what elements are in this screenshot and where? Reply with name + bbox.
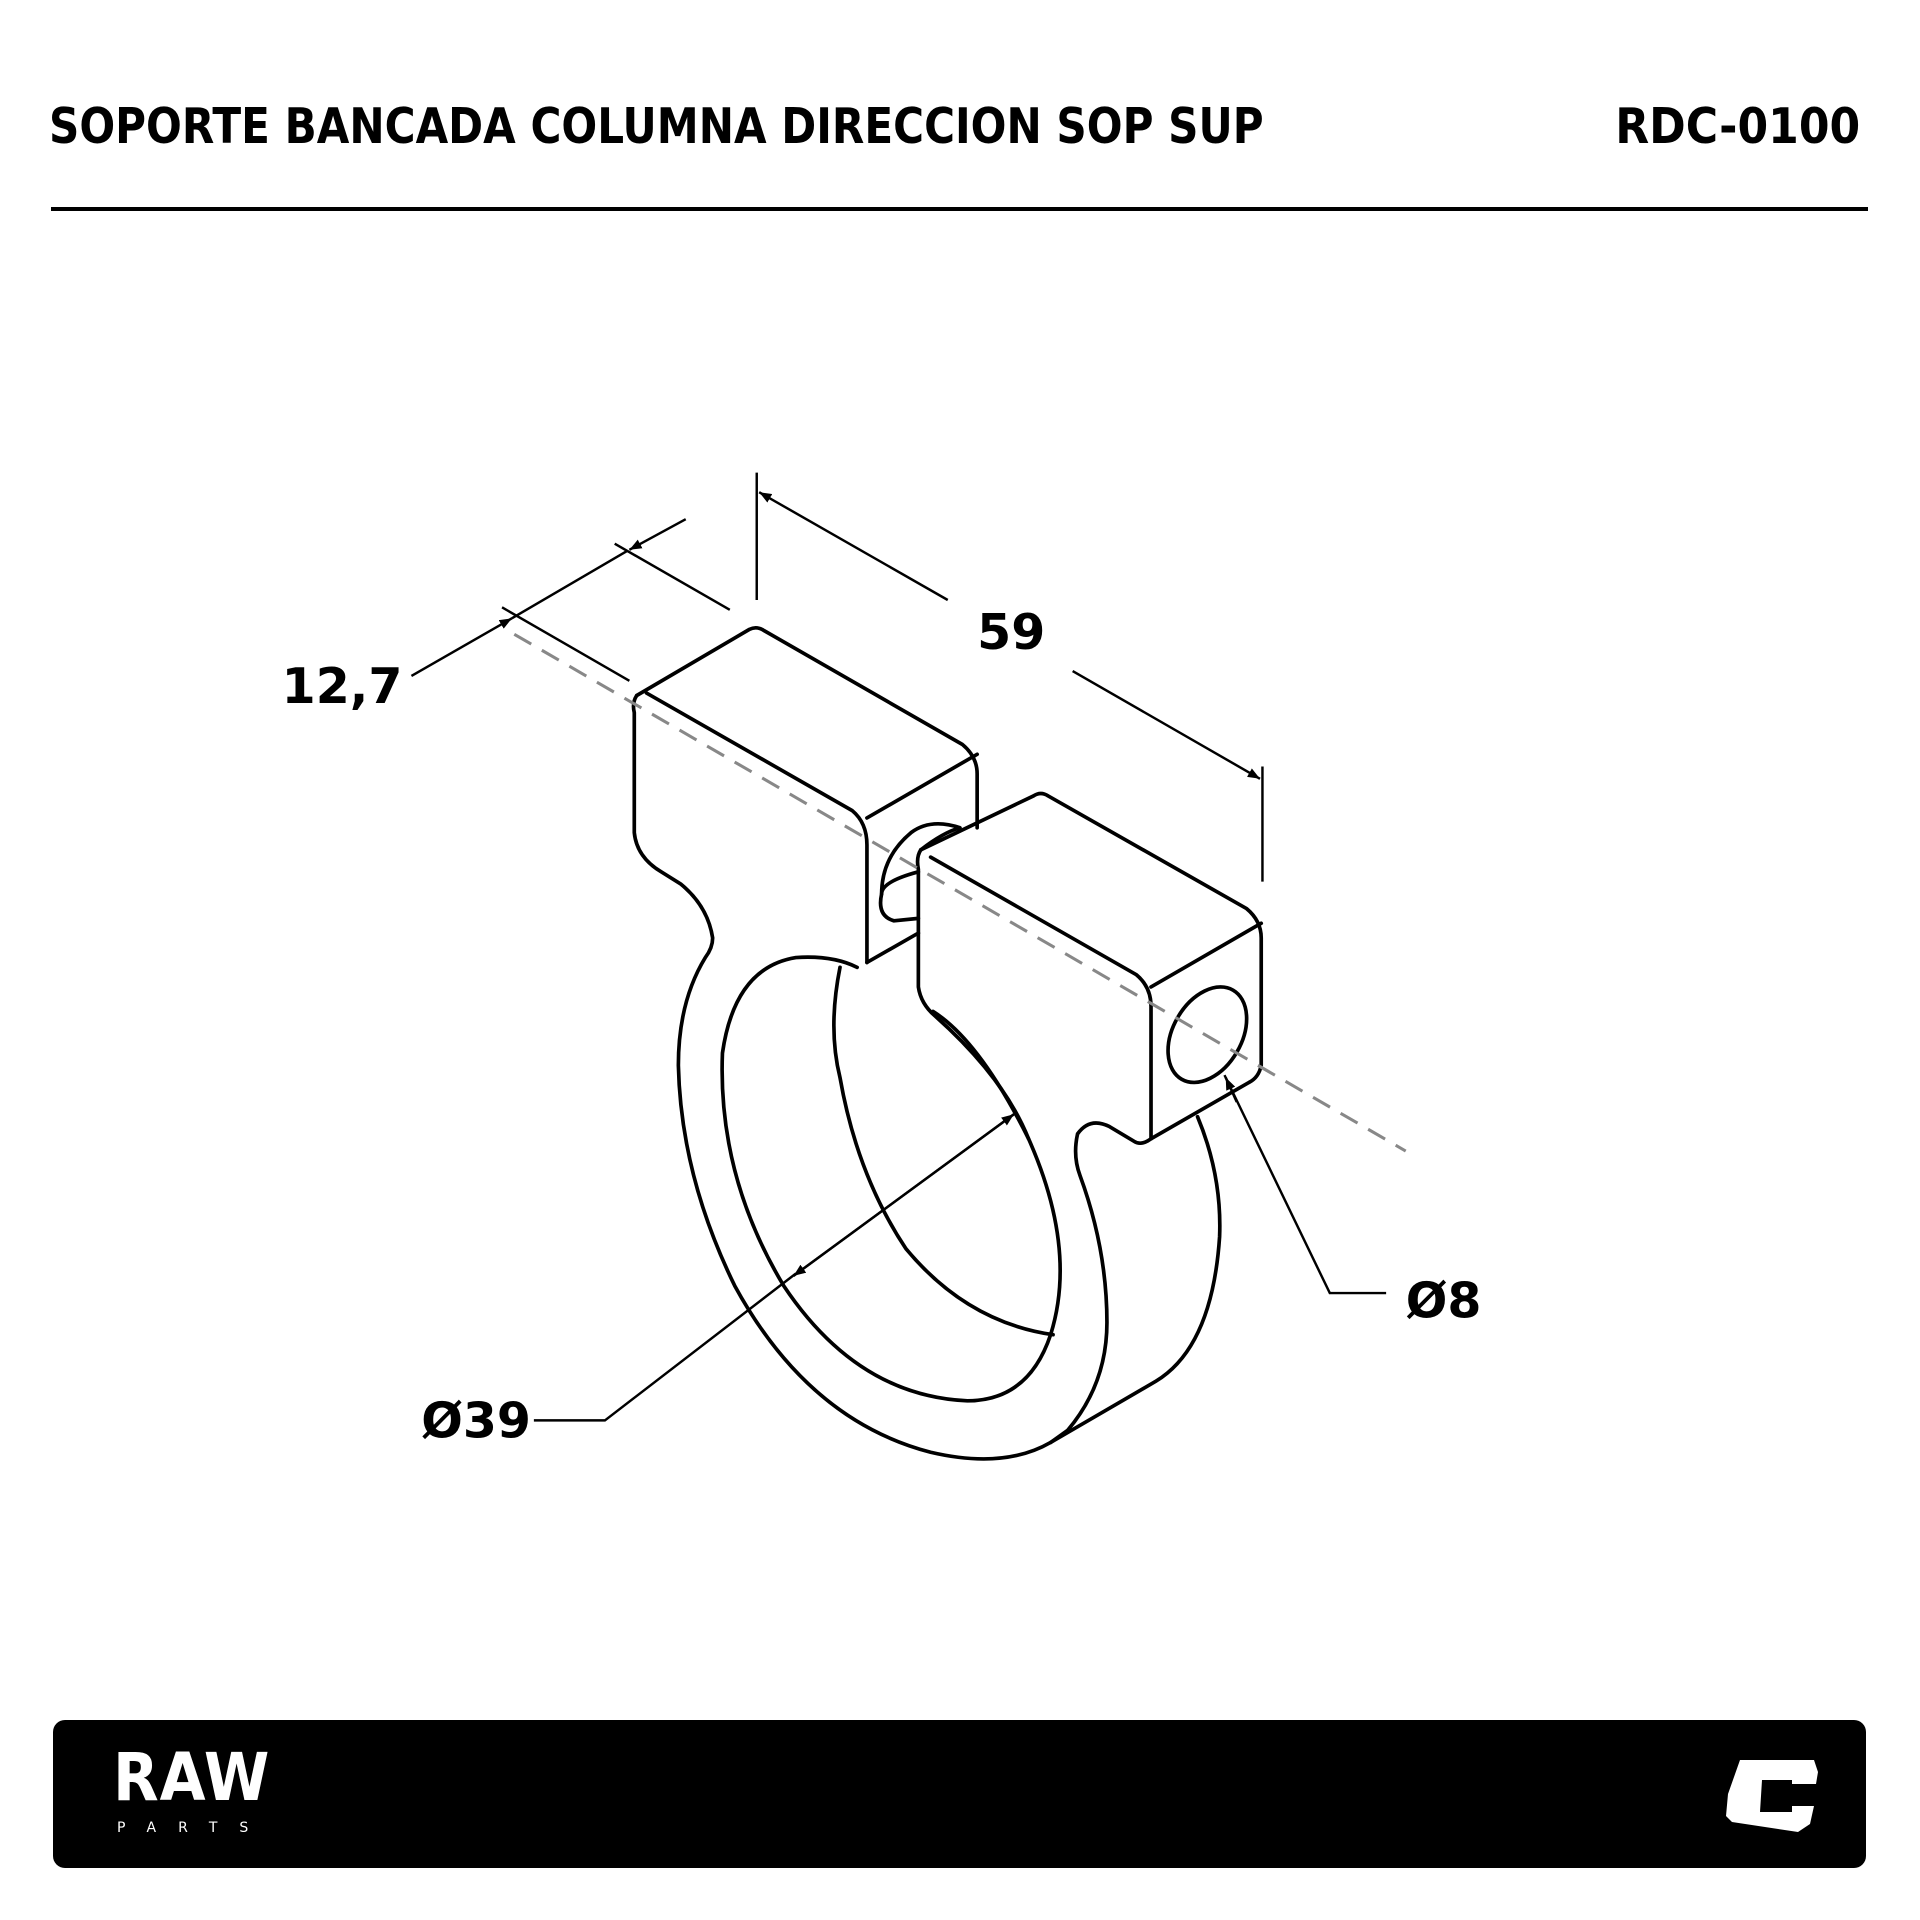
part-code: RDC-0100 xyxy=(1615,98,1860,155)
footer-bar: RAW PARTS xyxy=(53,1720,1866,1868)
center-axis xyxy=(513,632,1407,1153)
header-divider xyxy=(51,207,1868,211)
bracket-outline xyxy=(631,626,1264,1461)
dim-length: 59 xyxy=(977,604,1045,661)
page-title: SOPORTE BANCADA COLUMNA DIRECCION SOP SU… xyxy=(49,98,1264,155)
dim-width: 12,7 xyxy=(282,658,403,715)
dim-hole: Ø8 xyxy=(1406,1273,1482,1330)
brand-logo-text: RAW xyxy=(113,1739,271,1816)
brand-sub-text: PARTS xyxy=(117,1820,271,1836)
dim-bore: Ø39 xyxy=(421,1393,531,1450)
c-logo-icon xyxy=(1726,1760,1818,1832)
dimension-lines xyxy=(410,472,1387,1422)
